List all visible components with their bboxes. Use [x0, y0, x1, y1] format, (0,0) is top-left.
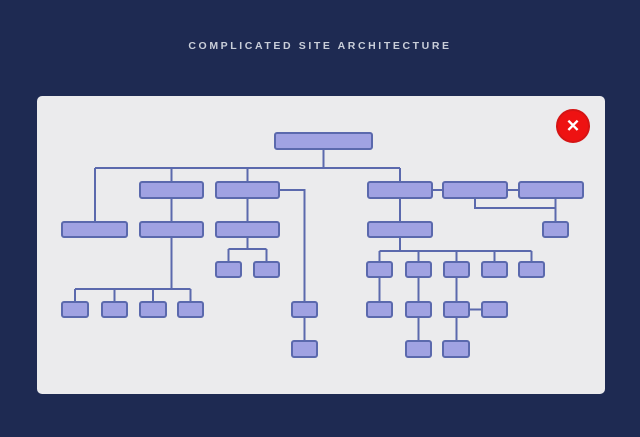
- diagram-node-left-leaf-0: [61, 221, 128, 238]
- diagram-node-left-branch-1: [139, 181, 204, 199]
- diagram-node-grid-d2: [405, 301, 432, 318]
- site-architecture-diagram: [61, 132, 584, 358]
- diagram-node-grid-c5: [518, 261, 545, 278]
- connector-line-8: [279, 189, 306, 302]
- diagram-node-grid-c1: [366, 261, 393, 278]
- architecture-panel: ✕: [37, 96, 605, 394]
- diagram-node-mid-deep-1: [291, 301, 318, 318]
- diagram-node-bottom-leaf-2: [101, 301, 128, 318]
- diagram-node-grid-e3: [442, 340, 470, 358]
- diagram-node-grid-d1: [366, 301, 393, 318]
- diagram-node-grid-c4: [481, 261, 508, 278]
- diagram-node-bottom-leaf-4: [177, 301, 204, 318]
- diagram-node-grid-c2: [405, 261, 432, 278]
- diagram-node-root: [274, 132, 373, 150]
- diagram-node-right-child-1: [367, 221, 433, 238]
- diagram-node-grid-c3: [443, 261, 470, 278]
- page-title: COMPLICATED SITE ARCHITECTURE: [188, 40, 452, 52]
- diagram-node-bottom-leaf-3: [139, 301, 167, 318]
- diagram-node-grid-d3: [443, 301, 470, 318]
- diagram-node-right-leaf-3a: [542, 221, 569, 238]
- diagram-node-left-branch-2: [215, 181, 280, 199]
- diagram-node-right-branch-3: [518, 181, 584, 199]
- close-button[interactable]: ✕: [556, 109, 590, 143]
- diagram-node-right-branch-2: [442, 181, 508, 199]
- diagram-node-left-child-1: [139, 221, 204, 238]
- connector-line-23: [474, 198, 556, 209]
- diagram-node-bottom-leaf-1: [61, 301, 89, 318]
- diagram-node-grid-e2: [405, 340, 432, 358]
- close-icon: ✕: [565, 116, 581, 135]
- diagram-node-left-child-2: [215, 221, 280, 238]
- diagram-node-mid-deep-2: [291, 340, 318, 358]
- diagram-node-right-branch-1: [367, 181, 433, 199]
- diagram-node-mid-leaf-1: [215, 261, 242, 278]
- diagram-node-mid-leaf-2: [253, 261, 280, 278]
- diagram-node-grid-d4: [481, 301, 508, 318]
